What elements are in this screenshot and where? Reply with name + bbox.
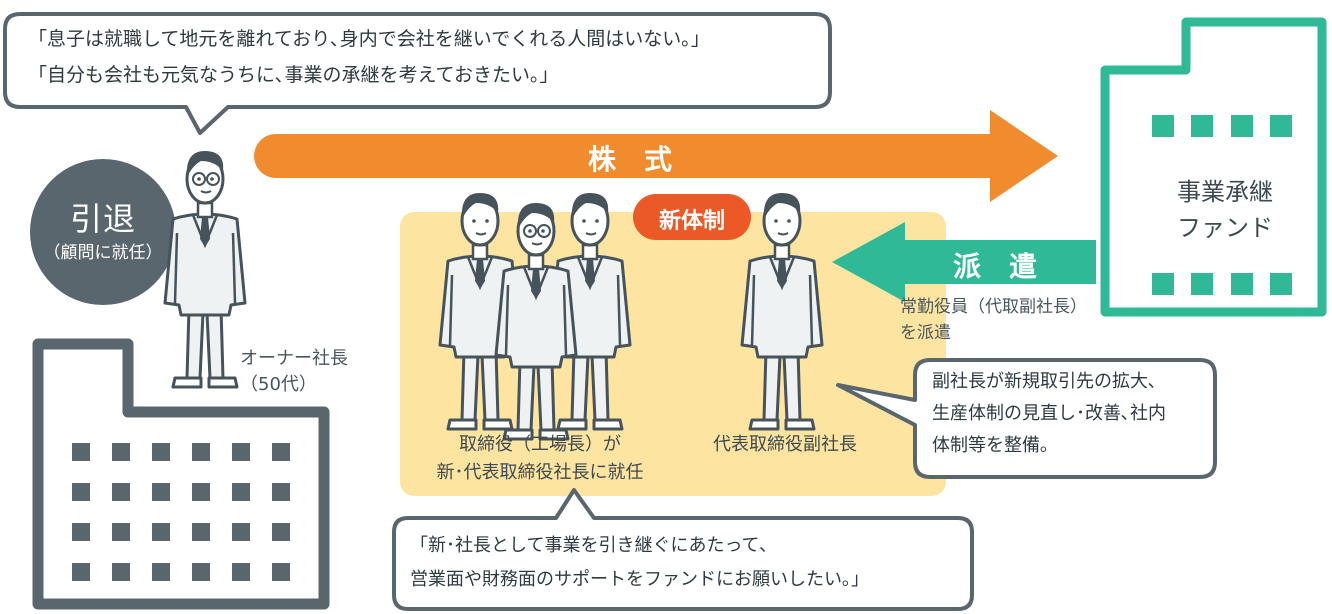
new-system-badge (633, 194, 751, 240)
president-quote-line-2: 営業面や財務面のサポートをファンドにお願いしたい｡」 (410, 569, 869, 590)
owner-label-age: （50代） (240, 374, 317, 395)
owner-speech-bubble (3, 12, 832, 135)
owner-quote-line-1: 「息子は就職して地元を離れており､身内で会社を継いでくれる人間はいない｡」 (28, 28, 710, 50)
owner-quote-line-2: 「自分も会社も元気なうちに､事業の承継を考えておきたい｡」 (28, 64, 559, 86)
dispatch-note-line-1: 常勤役員（代取副社長） (900, 297, 1087, 317)
new-system-label: 新体制 (658, 209, 725, 234)
retire-subtitle: （顧問に就任） (43, 243, 163, 263)
owner-person-icon (163, 149, 247, 389)
dispatch-arrow-label: 派 遣 (952, 250, 1037, 283)
director-caption-line-2: 新･代表取締役社長に就任 (436, 462, 644, 483)
stock-arrow-label: 株 式 (587, 143, 672, 176)
president-quote-line-1: 「新･社長として事業を引き継ぐにあたって､ (410, 535, 769, 556)
vp-bubble-line-1: 副社長が新規取引先の拡大､ (932, 371, 1157, 392)
stock-arrow (254, 110, 1058, 202)
vp-speech-bubble (836, 358, 1217, 479)
company-building (32, 338, 330, 610)
new-president-person-icon (494, 201, 578, 441)
owner-label-role: オーナー社長 (240, 348, 348, 369)
fund-building (1100, 17, 1327, 317)
retire-badge (30, 159, 176, 305)
vp-bubble-line-3: 体制等を整備｡ (932, 435, 1049, 456)
vp-caption: 代表取締役副社長 (713, 434, 857, 455)
fund-name-line-1: 事業承継 (1177, 178, 1273, 206)
retire-title: 引退 (69, 200, 136, 238)
director-caption-line-1: 取締役（工場長）が (459, 434, 621, 455)
vp-bubble-line-2: 生産体制の見直し･改善､社内 (932, 403, 1166, 424)
fund-name-line-2: ファンド (1177, 214, 1273, 242)
dispatch-arrow (832, 222, 1096, 302)
president-speech-bubble (392, 488, 974, 611)
dispatch-note-line-2: を派遣 (900, 323, 951, 343)
